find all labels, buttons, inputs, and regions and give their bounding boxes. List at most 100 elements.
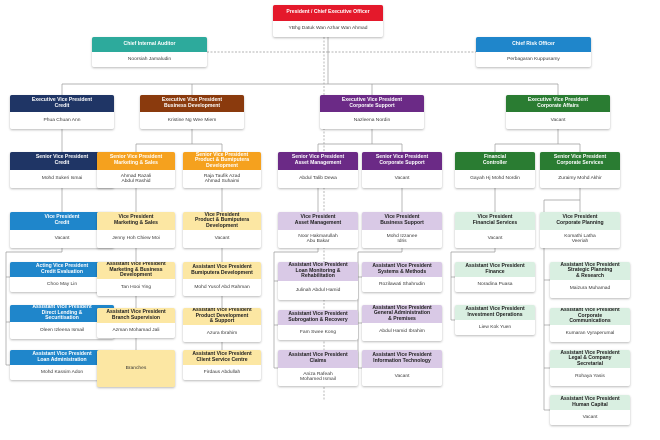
- org-box-name: Noorsiah Jamaludin: [127, 56, 172, 62]
- org-box-name: Liew Kok Yuen: [478, 324, 512, 330]
- org-box-title: Senior Vice President Marketing & Sales: [97, 152, 175, 170]
- org-box-avp-cc: Assistant Vice President Corporate Commu…: [550, 308, 630, 342]
- org-box-title: Vice President Business Support: [362, 212, 442, 230]
- org-box-title: Executive Vice President Corporate Suppo…: [320, 95, 424, 112]
- org-box-title: Assistant Vice President Investment Oper…: [455, 305, 535, 320]
- org-box-name: Kristine Ng Wee Miem: [167, 117, 217, 123]
- org-box-title: Executive Vice President Business Develo…: [140, 95, 244, 112]
- org-box-title: Senior Vice President Corporate Support: [362, 152, 442, 170]
- org-box-title: Senior Vice President Credit: [10, 152, 114, 170]
- org-box-avp-bumi: Assistant Vice President Bumiputera Deve…: [183, 262, 261, 296]
- org-box-avp-mbd: Assistant Vice President Marketing & Bus…: [97, 262, 175, 296]
- org-box-name: Julinah Abdul Hamid: [295, 287, 341, 293]
- org-box-avp-lmr: Assistant Vice President Loan Monitoring…: [278, 262, 358, 300]
- org-box-title: Assistant Vice President General Adminis…: [362, 305, 442, 323]
- org-box-title: Assistant Vice President Claims: [278, 350, 358, 368]
- org-box-title: Assistant Vice President Information Tec…: [362, 350, 442, 368]
- org-box-title: Vice President Corporate Planning: [540, 212, 620, 230]
- org-box-title: Assistant Vice President Direct Lending …: [10, 305, 114, 322]
- org-box-name: Phua Chuan Ann: [43, 117, 81, 123]
- org-box-title: Chief Internal Auditor: [92, 37, 207, 52]
- org-box-name: Abdul Hamid Ibrahim: [379, 329, 425, 335]
- org-box-avp-bsup: Assistant Vice President Branch Supervis…: [97, 308, 175, 338]
- org-box-name: Vacant: [487, 236, 503, 242]
- org-box-title: Assistant Vice President Human Capital: [550, 395, 630, 410]
- org-box-title: Assistant Vice President Loan Monitoring…: [278, 262, 358, 281]
- org-box-name: Rozilawati Shahrudin: [379, 281, 425, 287]
- org-box-avp-io: Assistant Vice President Investment Oper…: [455, 305, 535, 335]
- org-box-name: Azura Ibrahim: [206, 330, 238, 336]
- org-box-avp-gap: Assistant Vice President General Adminis…: [362, 305, 442, 341]
- org-box-name: Jenny Hoh Chiew Moi: [112, 236, 160, 242]
- org-box-avp-csc: Assistant Vice President Client Service …: [183, 350, 261, 380]
- org-box-title: Senior Vice President Product & Bumipute…: [183, 152, 261, 170]
- org-box-avp-spr: Assistant Vice President Strategic Plann…: [550, 262, 630, 298]
- org-box-title: Executive Vice President Corporate Affai…: [506, 95, 610, 112]
- org-box-title: Vice President Asset Management: [278, 212, 358, 230]
- org-box-name: Oleen Izleena Ismail: [39, 327, 85, 333]
- org-box-name: Kumaran Vyraperumal: [565, 330, 615, 336]
- org-box-name: Raja Taufik Azad Ahmad Suhaimi: [203, 173, 241, 184]
- org-box-title: Assistant Vice President Corporate Commu…: [550, 308, 630, 325]
- org-box-name: Choo May Lin: [46, 281, 78, 287]
- org-box-name: Azman Mohamad Jali: [112, 327, 160, 333]
- org-box-title: Assistant Vice President Branch Supervis…: [97, 308, 175, 323]
- org-box-name: Branches: [125, 365, 147, 371]
- org-box-title: President / Chief Executive Officer: [273, 5, 383, 21]
- org-box-vp-pbd: Vice President Product & Bumiputera Deve…: [183, 212, 261, 248]
- org-box-name: Vacant: [394, 374, 410, 380]
- org-box-name: Nazleena Nordin: [353, 117, 391, 123]
- org-box-title: Assistant Vice President Client Service …: [183, 350, 261, 365]
- org-box-title: Assistant Vice President Marketing & Bus…: [97, 262, 175, 279]
- org-box-evp-bd: Executive Vice President Business Develo…: [140, 95, 244, 129]
- org-box-avp-sr: Assistant Vice President Subrogation & R…: [278, 310, 358, 340]
- org-box-title: Assistant Vice President Systems & Metho…: [362, 262, 442, 277]
- org-box-svp-pbd: Senior Vice President Product & Bumipute…: [183, 152, 261, 188]
- org-box-avp-pds: Assistant Vice President Product Develop…: [183, 308, 261, 342]
- org-box-title: Vice President Product & Bumiputera Deve…: [183, 212, 261, 230]
- org-box-title: Acting Vice President Credit Evaluation: [10, 262, 114, 277]
- org-box-evp-ca: Executive Vice President Corporate Affai…: [506, 95, 610, 129]
- org-box-name: Komathi Latha Veeriah: [564, 233, 596, 244]
- org-box-svp-corp: Senior Vice President Corporate Services…: [540, 152, 620, 188]
- org-box-title: Vice President Credit: [10, 212, 114, 230]
- org-box-name: Mohd Yusof Abd Rahman: [194, 284, 250, 290]
- org-box-name: Vacant: [394, 176, 410, 182]
- org-box-avp-dls: Assistant Vice President Direct Lending …: [10, 305, 114, 339]
- org-box-name: Aniza Rafeah Mohamed Ismail: [300, 371, 336, 382]
- org-box-name: Firdaus Abdullah: [203, 369, 241, 375]
- org-box-name: Vacant: [582, 414, 598, 420]
- org-box-name: Noradina Puasa: [477, 281, 513, 287]
- org-box-title: Financial Controller: [455, 152, 535, 170]
- org-box-title: Vice President Financial Services: [455, 212, 535, 230]
- org-box-name: Vacant: [550, 117, 566, 123]
- org-box-name: Tan Hooi Ying: [120, 284, 152, 290]
- org-box-name: Noor Hakmarullah Abu Bakar: [298, 233, 338, 244]
- org-box-name: YBhg Datuk Wan Azhar Wan Ahmad: [288, 26, 368, 32]
- org-box-name: Rohaya Yasis: [575, 374, 605, 380]
- org-box-title: Executive Vice President Credit: [10, 95, 114, 112]
- org-box-branches: Branches: [97, 350, 175, 387]
- org-box-title: Chief Risk Officer: [476, 37, 591, 52]
- org-box-name: Gayah Hj Mohd Nordin: [470, 176, 520, 182]
- org-box-title: Assistant Vice President Legal & Company…: [550, 350, 630, 368]
- org-box-name: Vacant: [54, 236, 70, 242]
- org-box-name: Fam Swee Kong: [299, 329, 337, 335]
